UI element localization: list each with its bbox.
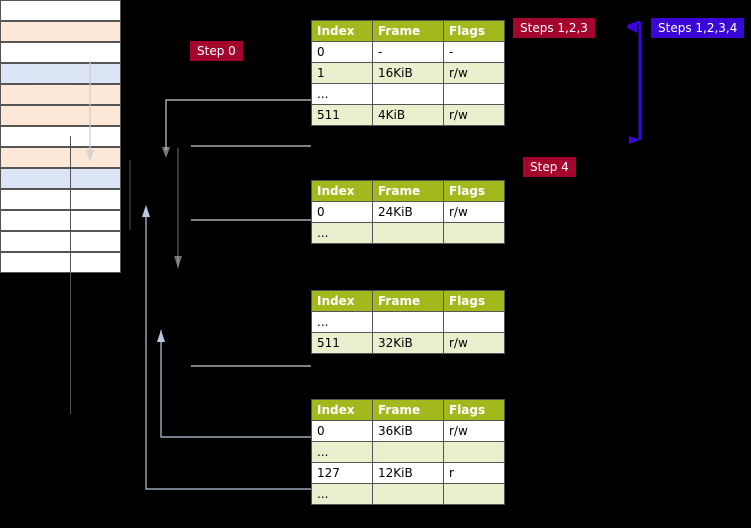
memory-frame-row <box>0 189 121 210</box>
cell-frame <box>372 441 444 463</box>
step-label-steps-1234: Steps 1,2,3,4 <box>651 18 745 38</box>
memory-frame-row <box>0 126 121 147</box>
table-row: 127 12KiB r <box>311 462 505 484</box>
cell-frame: 16KiB <box>372 62 444 84</box>
table-row: 511 32KiB r/w <box>311 332 505 354</box>
cell-flags <box>443 483 505 505</box>
memory-frame-row <box>0 0 121 21</box>
memory-frame-row <box>0 252 121 273</box>
column-header-index: Index <box>311 180 373 202</box>
cell-index: ... <box>311 483 373 505</box>
cell-index: ... <box>311 222 373 244</box>
table-row: ... <box>311 83 505 105</box>
step-label-step-0: Step 0 <box>190 41 243 61</box>
cell-frame: 24KiB <box>372 201 444 223</box>
cell-frame: 32KiB <box>372 332 444 354</box>
table-row: ... <box>311 222 505 244</box>
table-header-row: Index Frame Flags <box>311 290 505 312</box>
memory-frame-row <box>0 21 121 42</box>
column-header-index: Index <box>311 290 373 312</box>
cell-index: ... <box>311 311 373 333</box>
memory-frame-row <box>0 147 121 168</box>
cell-flags: r <box>443 462 505 484</box>
cell-frame: - <box>372 41 444 63</box>
memory-frame-row <box>0 105 121 126</box>
column-header-frame: Frame <box>372 290 444 312</box>
column-header-index: Index <box>311 20 373 42</box>
step-label-steps-123: Steps 1,2,3 <box>513 18 595 38</box>
table-row: 0 36KiB r/w <box>311 420 505 442</box>
cell-frame: 12KiB <box>372 462 444 484</box>
physical-memory-column <box>0 0 121 278</box>
cell-index: 0 <box>311 201 373 223</box>
step-label-step-4: Step 4 <box>523 157 576 177</box>
cell-frame <box>372 222 444 244</box>
column-header-frame: Frame <box>372 180 444 202</box>
table-row: ... <box>311 441 505 463</box>
column-header-flags: Flags <box>443 290 505 312</box>
table-header-row: Index Frame Flags <box>311 180 505 202</box>
page-table-1: Index Frame Flags 0 - - 1 16KiB r/w ... … <box>311 20 505 126</box>
cell-frame <box>372 83 444 105</box>
table-row: 0 24KiB r/w <box>311 201 505 223</box>
cell-flags <box>443 83 505 105</box>
cell-flags: r/w <box>443 104 505 126</box>
column-header-frame: Frame <box>372 399 444 421</box>
cell-index: 511 <box>311 104 373 126</box>
cell-index: 0 <box>311 420 373 442</box>
cell-flags <box>443 311 505 333</box>
memory-frame-row <box>0 231 121 252</box>
cell-index: 1 <box>311 62 373 84</box>
cell-index: 0 <box>311 41 373 63</box>
table-header-row: Index Frame Flags <box>311 399 505 421</box>
table-header-row: Index Frame Flags <box>311 20 505 42</box>
page-table-3: Index Frame Flags ... 511 32KiB r/w <box>311 290 505 354</box>
cell-index: ... <box>311 441 373 463</box>
memory-frame-row <box>0 63 121 84</box>
cell-flags: r/w <box>443 62 505 84</box>
cell-flags: r/w <box>443 420 505 442</box>
cell-frame <box>372 311 444 333</box>
column-header-index: Index <box>311 399 373 421</box>
cell-flags <box>443 222 505 244</box>
cell-index: 127 <box>311 462 373 484</box>
table-row: 1 16KiB r/w <box>311 62 505 84</box>
column-header-flags: Flags <box>443 399 505 421</box>
cell-frame <box>372 483 444 505</box>
cell-flags: r/w <box>443 201 505 223</box>
cell-index: ... <box>311 83 373 105</box>
cell-flags <box>443 441 505 463</box>
page-table-2: Index Frame Flags 0 24KiB r/w ... <box>311 180 505 244</box>
memory-column-divider <box>70 136 71 414</box>
page-table-4: Index Frame Flags 0 36KiB r/w ... 127 12… <box>311 399 505 505</box>
memory-frame-row <box>0 210 121 231</box>
cell-frame: 4KiB <box>372 104 444 126</box>
table-row: ... <box>311 483 505 505</box>
table-row: ... <box>311 311 505 333</box>
memory-frame-row <box>0 42 121 63</box>
cell-flags: r/w <box>443 332 505 354</box>
column-header-frame: Frame <box>372 20 444 42</box>
cell-flags: - <box>443 41 505 63</box>
memory-frame-row <box>0 84 121 105</box>
memory-frame-row <box>0 168 121 189</box>
cell-frame: 36KiB <box>372 420 444 442</box>
column-header-flags: Flags <box>443 20 505 42</box>
cell-index: 511 <box>311 332 373 354</box>
table-row: 511 4KiB r/w <box>311 104 505 126</box>
column-header-flags: Flags <box>443 180 505 202</box>
table-row: 0 - - <box>311 41 505 63</box>
